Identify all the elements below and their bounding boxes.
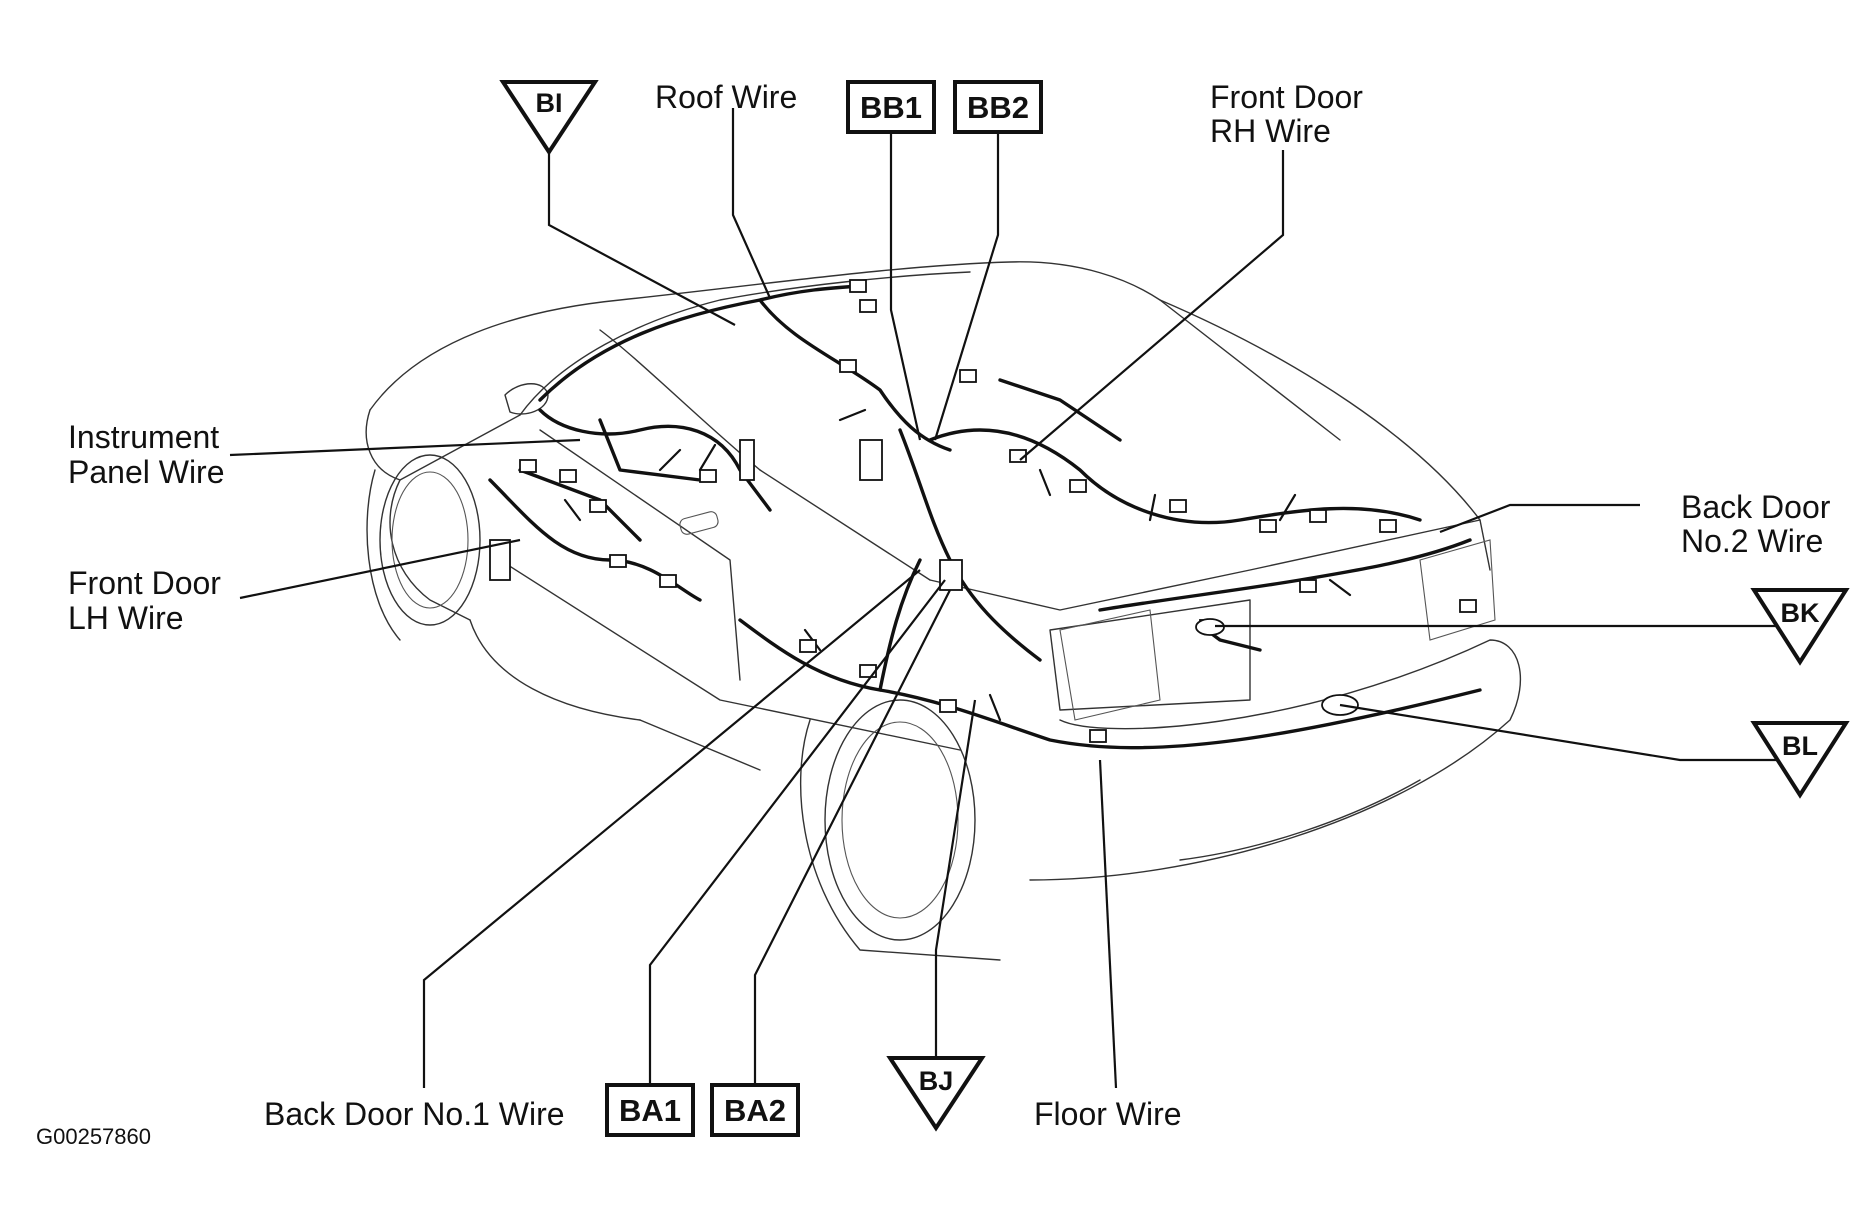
svg-text:BK: BK [1781,598,1820,628]
svg-text:BA2: BA2 [724,1093,786,1128]
floor-wire-label: Floor Wire [1034,1096,1182,1132]
car-outline [365,261,1522,961]
connector-blocks [489,279,1477,743]
figure-id: G00257860 [36,1124,151,1149]
connector-triangle-bj: BJ [886,1056,986,1132]
front-door-lh-wire-label-line2: LH Wire [68,600,184,636]
instrument-panel-wire-label-line2: Panel Wire [68,454,225,490]
front-door-rh-wire-label-line1: Front Door [1210,79,1363,115]
back-door-no2-wire-label-line1: Back Door [1681,489,1831,525]
connector-box-bb2: BB2 [953,80,1043,134]
front-door-rh-wire-label-line2: RH Wire [1210,113,1331,149]
connector-triangle-bi: BI [499,80,599,156]
leader-lines [229,108,1800,1089]
back-door-no1-wire-label: Back Door No.1 Wire [264,1096,565,1132]
connector-box-ba2: BA2 [710,1083,800,1137]
svg-text:BI: BI [536,88,563,118]
back-door-no2-wire-label-line2: No.2 Wire [1681,523,1823,559]
harness-network [488,284,1482,750]
connector-triangle-bk: BK [1750,588,1850,666]
connector-box-ba1: BA1 [605,1083,695,1137]
front-door-lh-wire-label-line1: Front Door [68,565,221,601]
svg-text:BB2: BB2 [967,90,1029,125]
svg-text:BB1: BB1 [860,90,922,125]
roof-wire-label: Roof Wire [655,79,797,115]
connector-box-bb1: BB1 [846,80,936,134]
instrument-panel-wire-label-line1: Instrument [68,419,219,455]
svg-text:BJ: BJ [919,1066,954,1096]
svg-text:BL: BL [1782,731,1818,761]
svg-text:BA1: BA1 [619,1093,681,1128]
connector-triangle-bl: BL [1750,721,1850,799]
